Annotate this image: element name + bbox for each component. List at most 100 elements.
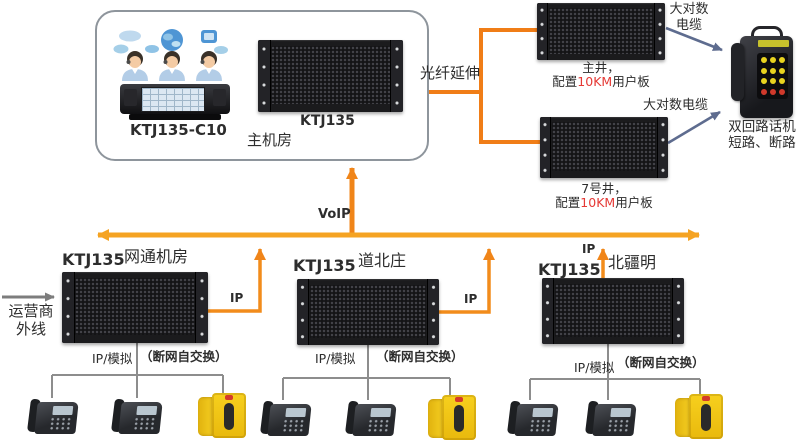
phone-label-line2: 短路、断路 xyxy=(728,135,796,152)
phone-label-line1: 双回路话机 xyxy=(728,119,796,135)
phone-keypad xyxy=(757,53,788,99)
phone-screen xyxy=(370,408,392,417)
phone-door xyxy=(675,398,691,437)
rack-vent-panel xyxy=(271,46,390,105)
phone-alarm-light xyxy=(455,397,463,402)
ktj135-rack-site-b xyxy=(297,279,439,345)
site-c-ip-label: IP xyxy=(582,242,596,256)
rack-mount-ear xyxy=(656,117,668,178)
console-base xyxy=(129,114,221,120)
phone-body xyxy=(740,36,793,118)
rack-mount-ear xyxy=(297,279,310,345)
carrier-line2: 外线 xyxy=(15,320,46,338)
phone-screen xyxy=(610,408,632,417)
rack-vent-panel xyxy=(548,8,654,54)
rack-mount-ear xyxy=(671,278,684,344)
site-b-drop-label: IP/模拟 xyxy=(315,351,356,366)
console-model-label: KTJ135-C10 xyxy=(130,121,227,139)
desk-phone xyxy=(585,400,637,438)
phone-door xyxy=(428,399,444,438)
config-10km: 10KM xyxy=(580,195,616,210)
main-room-label: 主机房 xyxy=(247,131,293,149)
main-shaft-name: 主井， xyxy=(582,60,620,75)
phone-body xyxy=(212,393,246,438)
ktj135-rack-site-a xyxy=(62,272,208,343)
phone-body xyxy=(267,404,312,436)
trunk-top-line1: 大对数 xyxy=(669,2,709,17)
site-b-name-label: 道北庄 xyxy=(358,251,407,270)
phone-keypad xyxy=(48,417,74,431)
no7-shaft-config: 配置10KM用户板 xyxy=(530,195,678,210)
phone-alarm-light xyxy=(702,396,710,401)
rack-vent-panel xyxy=(554,283,672,337)
trunk-cable-label-bottom: 大对数电缆 xyxy=(643,98,709,113)
rack-mount-ear xyxy=(653,3,665,60)
rack-mount-ear xyxy=(426,279,439,345)
phone-body xyxy=(514,404,559,436)
site-b-note-label: （断网自交换） xyxy=(376,349,464,364)
phone-name-plate xyxy=(758,40,789,47)
config-suffix: 用户板 xyxy=(615,195,653,210)
site-a-model-label: KTJ135 xyxy=(62,250,125,269)
rack-mount-ear xyxy=(390,40,403,112)
config-prefix: 配置 xyxy=(555,195,581,210)
phone-body xyxy=(118,402,163,434)
phone-handset xyxy=(731,43,744,101)
rack-vent-panel xyxy=(309,284,427,338)
site-c-model-label: KTJ135 xyxy=(538,260,601,279)
phone-alarm-light xyxy=(225,395,233,400)
ktj135-rack-site-c xyxy=(542,278,684,344)
rack-vent-panel xyxy=(551,122,657,172)
desk-phone xyxy=(27,398,79,436)
ktj135-rack-main-shaft xyxy=(537,3,665,60)
operator-figures xyxy=(122,51,222,81)
phone-keypad xyxy=(606,419,632,433)
site-a-name-label: 网通机房 xyxy=(124,247,189,266)
ktj135-rack-no7-shaft xyxy=(540,117,668,178)
console-keypad-right xyxy=(213,89,226,106)
dual-loop-phone-label: 双回路话机 短路、断路 xyxy=(726,119,798,151)
main-rack-model-label: KTJ135 xyxy=(300,113,355,129)
phone-screen xyxy=(532,408,554,417)
no7-shaft-name: 7号井， xyxy=(581,181,627,196)
phone-keypad xyxy=(132,417,158,431)
hazard-phone xyxy=(198,393,248,438)
desk-phone xyxy=(345,400,397,438)
phone-distribution-lines xyxy=(51,343,701,400)
site-b-model-label: KTJ135 xyxy=(293,256,356,275)
carrier-outside-line-label: 运营商 外线 xyxy=(1,302,61,338)
desk-phone xyxy=(111,398,163,436)
main-shaft-config: 配置10KM用户板 xyxy=(527,74,675,89)
phone-handset xyxy=(701,404,711,431)
desk-phone xyxy=(260,400,312,438)
ktj135-rack-main-room xyxy=(258,40,403,112)
site-c-name-label: 北疆明 xyxy=(608,253,657,272)
phone-keypad xyxy=(366,419,392,433)
fiber-extension-lines xyxy=(424,28,540,144)
desk-phone xyxy=(507,400,559,438)
phone-handset xyxy=(454,405,464,432)
rack-mount-ear xyxy=(62,272,75,343)
phone-body xyxy=(689,394,723,439)
phone-body xyxy=(34,402,79,434)
trunk-cable-label-top: 大对数 电缆 xyxy=(660,2,718,33)
console-keypad-left xyxy=(124,89,137,106)
phone-handset xyxy=(224,403,234,430)
rack-mount-ear xyxy=(540,117,552,178)
voip-label: VoIP xyxy=(318,207,351,222)
dispatch-operators-illustration xyxy=(113,29,228,81)
dual-loop-mine-phone xyxy=(731,26,793,118)
rack-mount-ear xyxy=(258,40,271,112)
config-suffix: 用户板 xyxy=(612,74,650,89)
hazard-phone xyxy=(675,394,725,439)
phone-door xyxy=(198,397,214,436)
site-c-drop-label: IP/模拟 xyxy=(574,360,615,375)
site-a-ip-label: IP xyxy=(230,291,244,305)
hazard-phone xyxy=(428,395,478,440)
phone-keypad xyxy=(281,419,307,433)
config-prefix: 配置 xyxy=(552,74,578,89)
rack-vent-panel xyxy=(75,278,195,336)
trunk-cable-arrows xyxy=(665,26,723,145)
site-a-drop-label: IP/模拟 xyxy=(92,351,133,366)
console-screen xyxy=(141,87,205,112)
